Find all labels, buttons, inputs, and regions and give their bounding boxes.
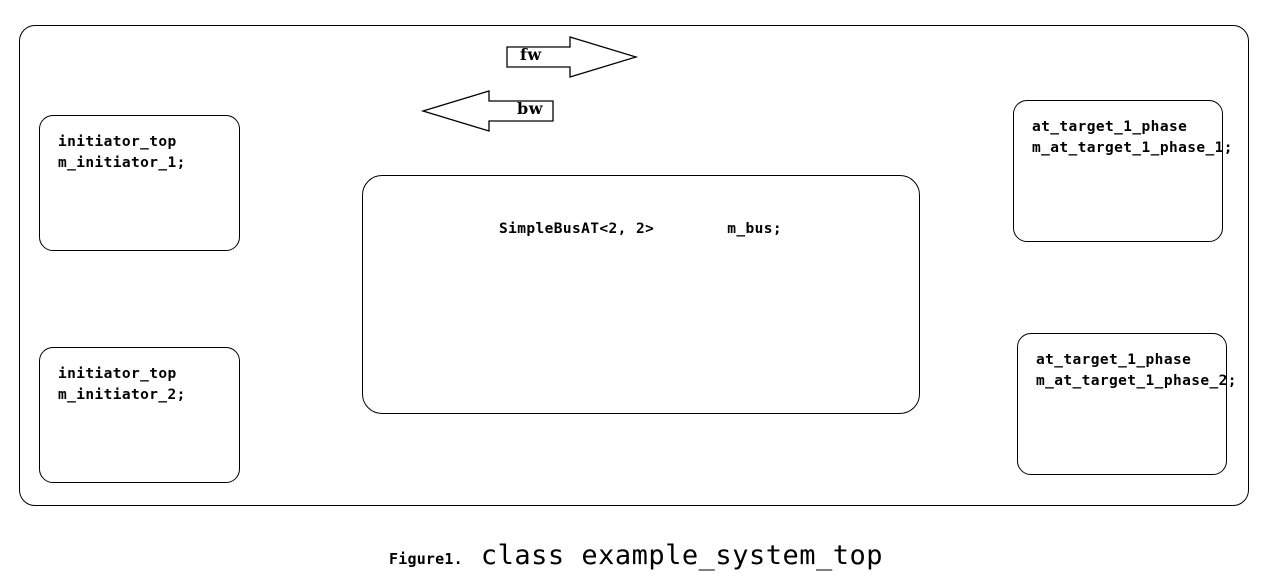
bw-arrow-label: bw — [517, 99, 543, 118]
module-at-target-1-label: at_target_1_phase m_at_target_1_phase_1; — [1032, 117, 1233, 159]
bw-arrow: bw — [420, 90, 555, 132]
fw-arrow: fw — [506, 36, 639, 78]
module-at-target-2-label: at_target_1_phase m_at_target_1_phase_2; — [1036, 350, 1237, 392]
module-initiator-1-instance: m_initiator_1; — [58, 155, 186, 171]
bw-arrow-shape — [420, 90, 554, 132]
figure-caption-title: class example_system_top — [480, 540, 883, 571]
module-simple-bus[interactable]: SimpleBusAT<2, 2> m_bus; — [362, 175, 920, 414]
fw-arrow-label: fw — [520, 45, 542, 64]
module-at-target-1[interactable]: at_target_1_phase m_at_target_1_phase_1; — [1013, 100, 1232, 242]
module-at-target-2-type: at_target_1_phase — [1036, 352, 1192, 368]
module-initiator-2-type: initiator_top — [58, 366, 177, 382]
module-initiator-1-type: initiator_top — [58, 134, 177, 150]
module-initiator-2-instance: m_initiator_2; — [58, 387, 186, 403]
fw-arrow-shape — [506, 36, 639, 78]
module-initiator-1[interactable]: initiator_top m_initiator_1; — [39, 115, 240, 251]
module-simple-bus-label: SimpleBusAT<2, 2> m_bus; — [499, 221, 783, 237]
figure-caption: Figure1. class example_system_top — [0, 540, 1272, 571]
module-at-target-2[interactable]: at_target_1_phase m_at_target_1_phase_2; — [1017, 333, 1236, 475]
module-at-target-1-type: at_target_1_phase — [1032, 119, 1188, 135]
module-at-target-1-instance: m_at_target_1_phase_1; — [1032, 140, 1233, 156]
module-initiator-2-label: initiator_top m_initiator_2; — [58, 364, 186, 406]
module-initiator-2[interactable]: initiator_top m_initiator_2; — [39, 347, 240, 483]
module-at-target-2-instance: m_at_target_1_phase_2; — [1036, 373, 1237, 389]
module-initiator-1-label: initiator_top m_initiator_1; — [58, 132, 186, 174]
figure-caption-number: Figure1. — [389, 550, 463, 568]
